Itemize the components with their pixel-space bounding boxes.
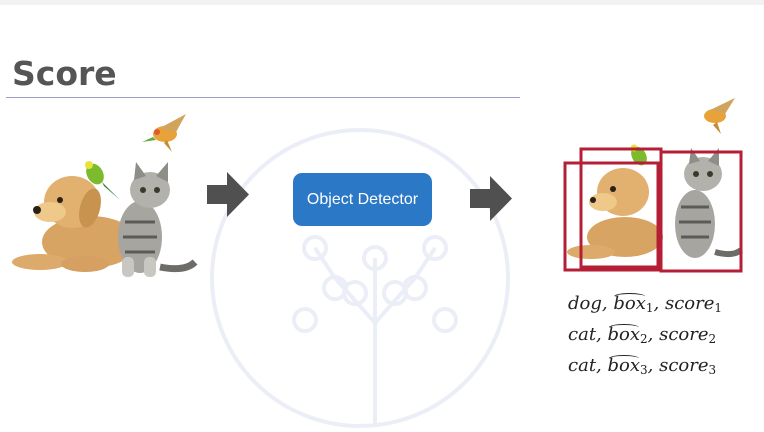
- bird-icon: [704, 98, 735, 134]
- bounding-box-3: [659, 150, 743, 273]
- title-underline: [6, 97, 520, 98]
- dog-icon: [567, 168, 663, 259]
- bird-icon: [142, 114, 186, 152]
- object-detector-block: Object Detector: [293, 173, 432, 226]
- top-border: [0, 0, 764, 5]
- arrow-right-icon: [207, 172, 249, 217]
- detection-line-3: cat, box3, score3: [568, 350, 758, 381]
- budgie-icon: [630, 144, 647, 166]
- detection-list: dog, box1, score1 cat, box2, score2 cat,…: [568, 288, 758, 381]
- output-image-with-boxes: [563, 98, 743, 273]
- budgie-icon: [85, 161, 120, 200]
- watermark-logo-icon: [210, 128, 510, 428]
- detection-line-2: cat, box2, score2: [568, 319, 758, 350]
- arrow-right-icon: [470, 176, 512, 221]
- detection-line-1: dog, box1, score1: [568, 288, 758, 319]
- cat-icon: [118, 162, 198, 277]
- dog-icon: [12, 176, 138, 272]
- slide-title: Score: [12, 54, 117, 93]
- input-image-dog-cat: [12, 114, 198, 277]
- cat-icon: [675, 148, 743, 258]
- bounding-box-1: [563, 161, 660, 272]
